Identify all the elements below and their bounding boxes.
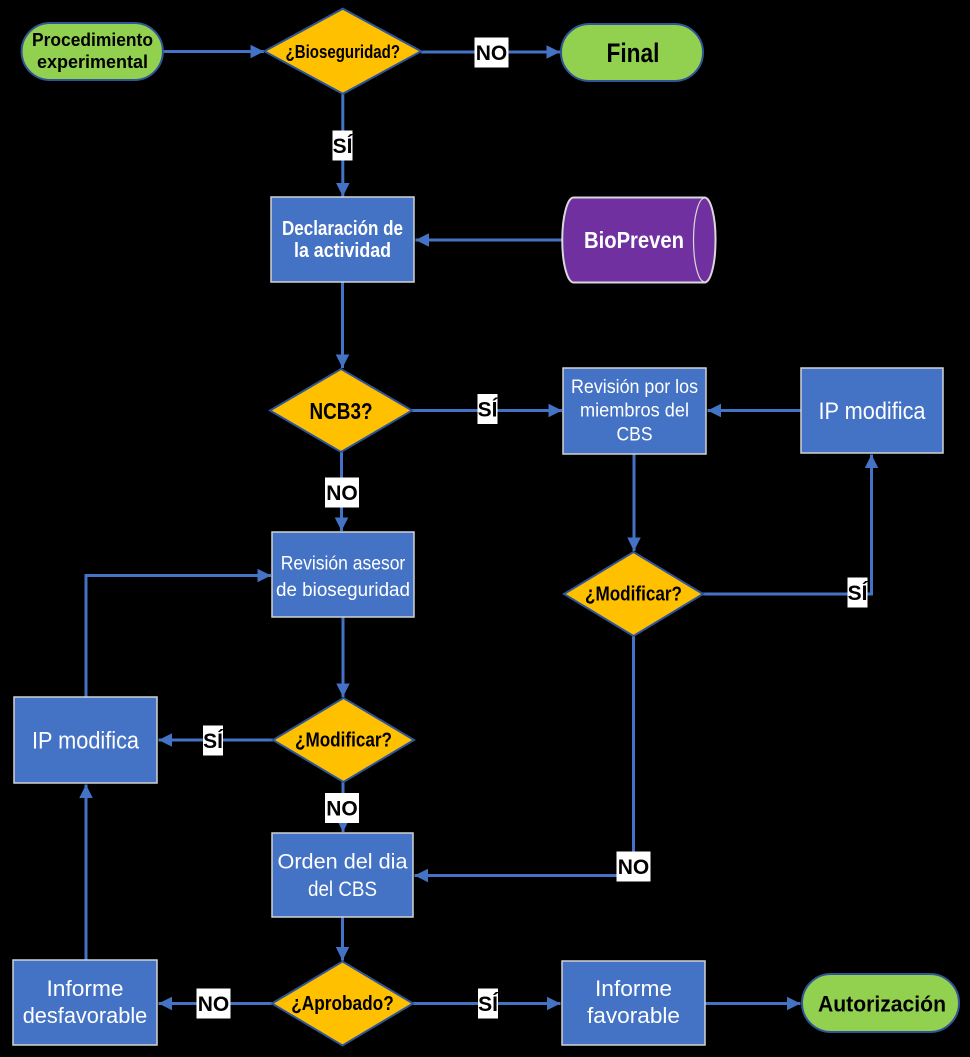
svg-text:¿Modificar?: ¿Modificar? [295, 730, 392, 752]
svg-text:SÍ: SÍ [333, 135, 354, 158]
svg-text:Procedimiento: Procedimiento [32, 29, 153, 50]
svg-text:la actividad: la actividad [294, 240, 391, 262]
svg-text:del CBS: del CBS [308, 878, 377, 901]
svg-text:Autorización: Autorización [818, 992, 946, 1017]
svg-text:Informe: Informe [47, 976, 124, 1001]
svg-text:desfavorable: desfavorable [23, 1003, 148, 1028]
svg-text:Informe: Informe [595, 976, 672, 1001]
svg-text:BioPreven: BioPreven [584, 227, 684, 253]
svg-text:¿Aprobado?: ¿Aprobado? [291, 993, 394, 1015]
svg-text:miembros del: miembros del [580, 401, 689, 422]
svg-text:NO: NO [618, 856, 650, 879]
svg-text:¿Modificar?: ¿Modificar? [585, 584, 682, 606]
svg-text:CBS: CBS [617, 424, 653, 445]
svg-text:Revisión asesor: Revisión asesor [281, 554, 406, 575]
svg-text:SÍ: SÍ [478, 399, 499, 422]
svg-text:SÍ: SÍ [478, 993, 499, 1016]
svg-text:¿Bioseguridad?: ¿Bioseguridad? [286, 42, 401, 62]
svg-text:NO: NO [326, 482, 358, 505]
svg-text:NO: NO [198, 993, 230, 1016]
svg-text:NO: NO [476, 42, 508, 65]
svg-text:de bioseguridad: de bioseguridad [276, 580, 410, 601]
svg-text:Orden del dia: Orden del dia [278, 851, 408, 874]
svg-text:experimental: experimental [37, 51, 148, 72]
svg-text:favorable: favorable [587, 1003, 680, 1028]
svg-text:Revisión por los: Revisión por los [571, 377, 698, 398]
svg-text:SÍ: SÍ [848, 582, 869, 605]
svg-text:NO: NO [326, 798, 358, 821]
svg-text:IP modifica: IP modifica [819, 398, 927, 425]
svg-text:Declaración de: Declaración de [282, 218, 403, 240]
svg-text:SÍ: SÍ [203, 730, 224, 753]
svg-text:NCB3?: NCB3? [310, 398, 373, 424]
svg-text:Final: Final [607, 38, 660, 68]
svg-text:IP modifica: IP modifica [32, 728, 140, 755]
